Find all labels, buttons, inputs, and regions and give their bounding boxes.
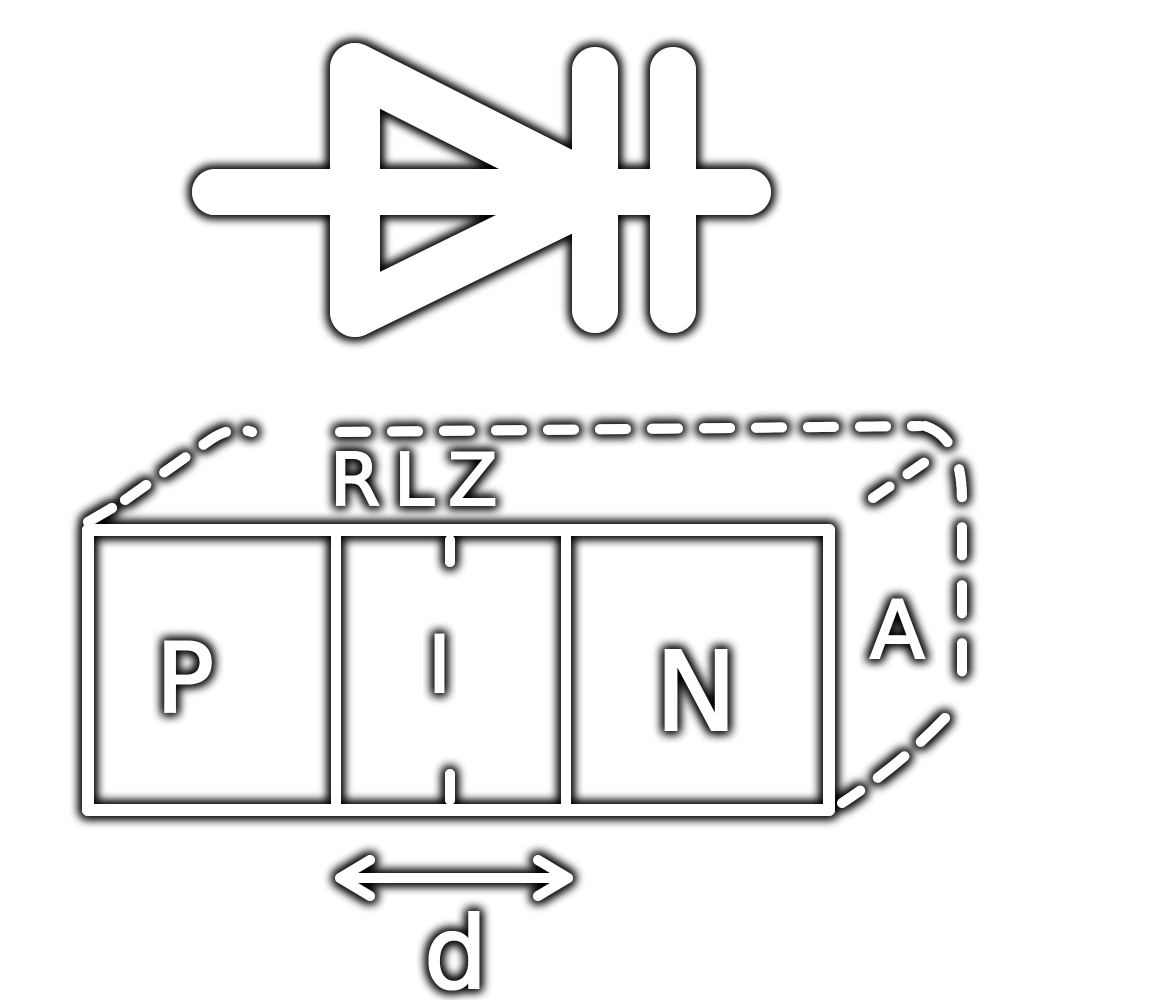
- corner-tick: [83, 503, 117, 527]
- width-arrow-right-head: [533, 855, 573, 901]
- pin-structure: [82, 421, 967, 901]
- diode-triangle: [330, 43, 625, 337]
- label-area: A: [870, 584, 925, 677]
- label-width: d: [424, 895, 487, 1000]
- label-region-n: N: [655, 628, 737, 756]
- top-back-edge: [335, 421, 925, 437]
- label-region-i: I: [428, 621, 451, 711]
- bottom-right-depth-edge: [837, 713, 950, 808]
- top-right-depth-edge: [868, 455, 933, 503]
- label-region-p: P: [156, 623, 214, 735]
- label-rlz: RLZ: [330, 438, 511, 522]
- right-back-edge: [920, 421, 967, 705]
- top-left-depth-edge: [120, 424, 257, 505]
- front-face: [82, 524, 835, 816]
- width-arrow-left-head: [335, 855, 375, 901]
- diode-symbol: [192, 43, 771, 337]
